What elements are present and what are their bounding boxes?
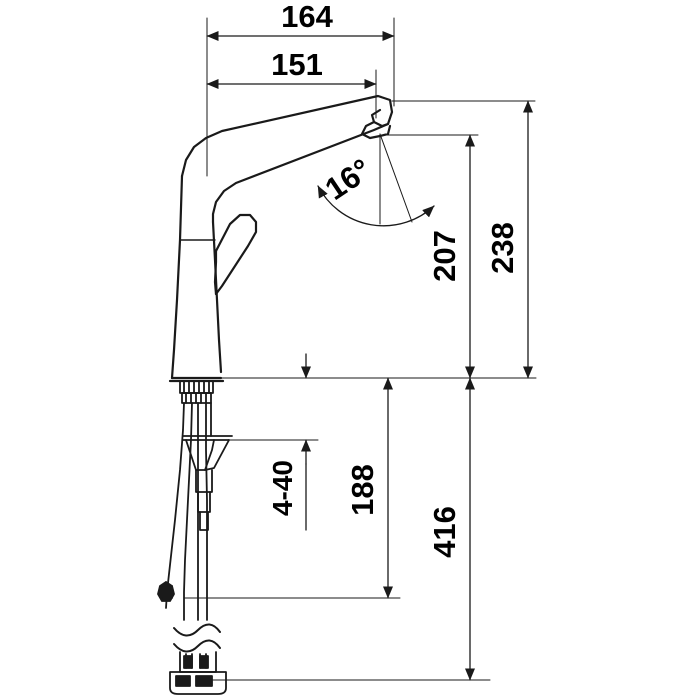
dimension-angle-16: [317, 185, 435, 227]
dim-label-angle-16: 16°: [319, 152, 377, 207]
dim-label-4-40: 4-40: [267, 460, 298, 516]
dim-label-164: 164: [281, 0, 333, 34]
extension-lines: [183, 17, 537, 681]
lever-handle: [213, 213, 258, 296]
dim-label-151: 151: [271, 47, 323, 82]
hose-tail-assembly: [157, 402, 233, 695]
dim-label-188: 188: [345, 464, 380, 516]
mounting-shank: [179, 380, 214, 404]
dim-label-238: 238: [485, 222, 520, 274]
faucet-body-outline: [168, 94, 394, 383]
dim-label-416: 416: [427, 506, 462, 558]
dim-label-207: 207: [427, 230, 462, 282]
